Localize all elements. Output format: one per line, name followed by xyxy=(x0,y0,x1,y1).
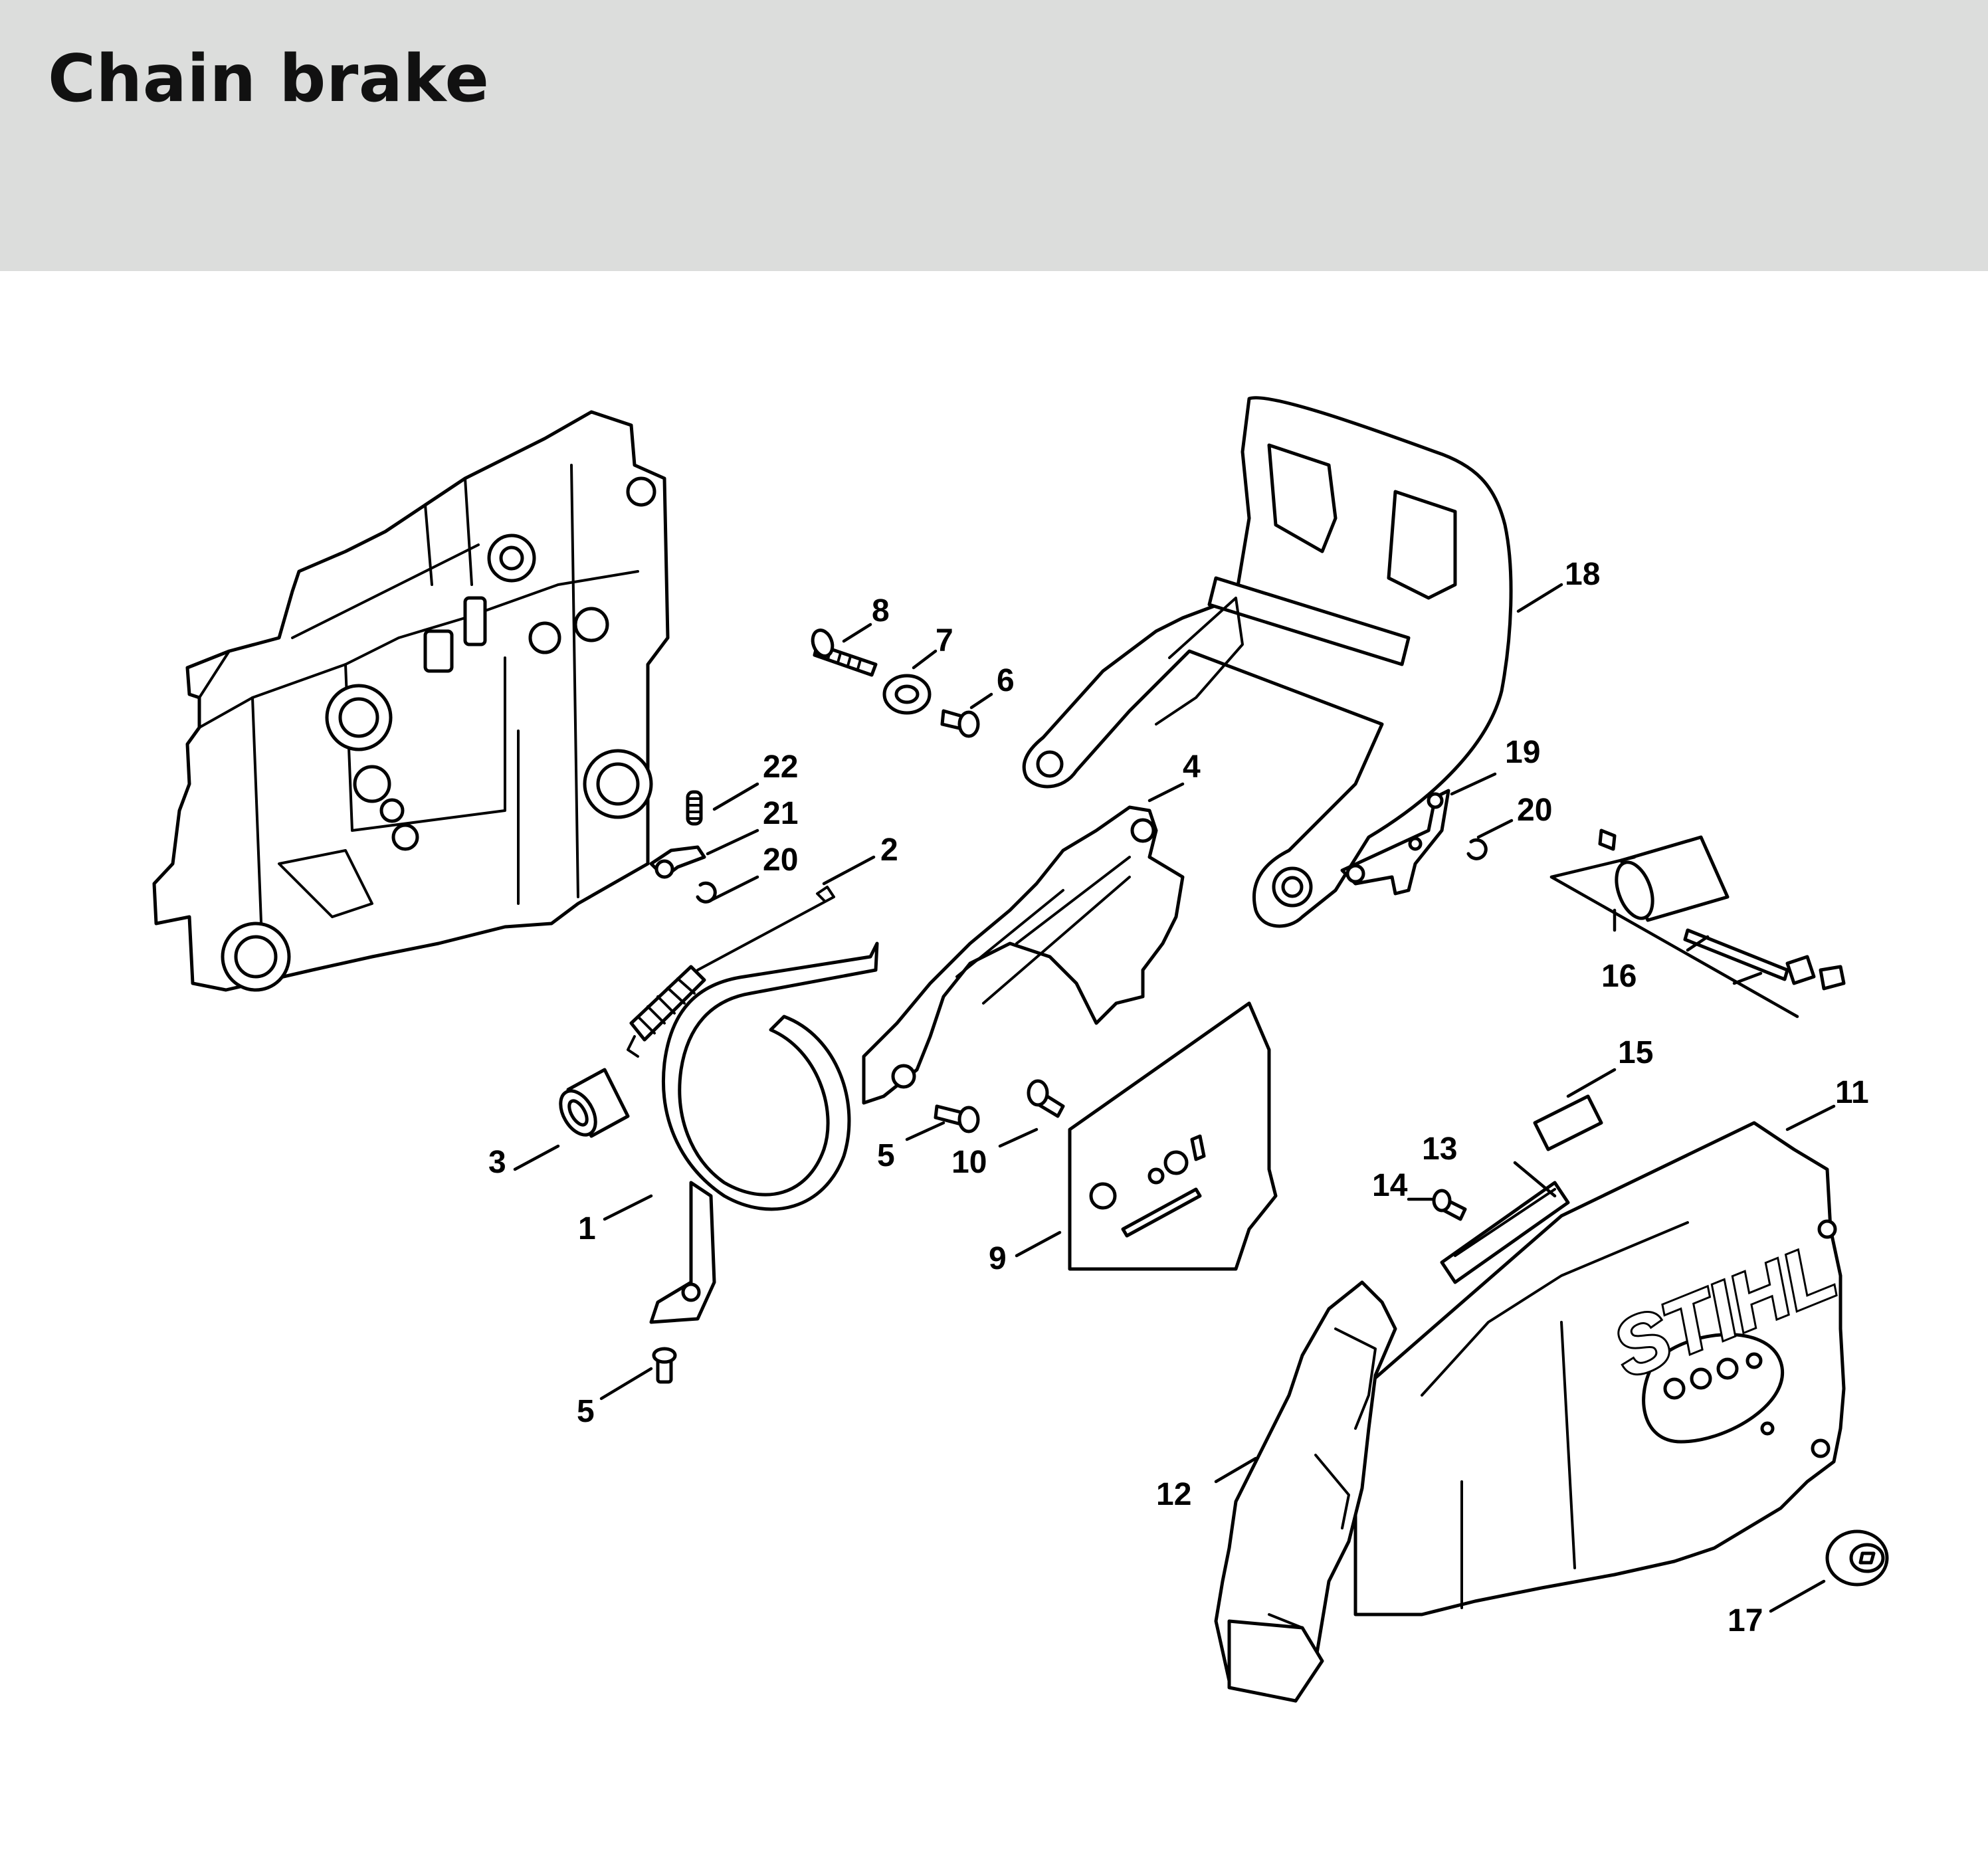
sleeve-3-icon xyxy=(559,1068,630,1138)
callout-17: 17 xyxy=(1728,1603,1763,1638)
callout-3: 3 xyxy=(488,1145,506,1180)
sprocket-cover-11-icon: STIHL xyxy=(1353,1121,1850,1616)
link-19-icon xyxy=(1340,789,1450,896)
leader-lines xyxy=(513,583,1836,1613)
e-clip-20-icon xyxy=(696,881,717,904)
screw-5-upper-icon xyxy=(934,1104,980,1133)
chain-catcher-9-icon xyxy=(1068,1001,1278,1271)
callout-7: 7 xyxy=(936,623,953,658)
screw-6-icon xyxy=(940,709,980,738)
screw-10-icon xyxy=(1027,1079,1065,1118)
callout-20b: 20 xyxy=(1517,793,1552,828)
callout-11: 11 xyxy=(1835,1075,1869,1110)
callout-20: 20 xyxy=(763,842,798,878)
callout-4: 4 xyxy=(1183,749,1201,785)
callout-19: 19 xyxy=(1505,735,1540,770)
callout-22: 22 xyxy=(763,749,798,785)
header-bar: Chain brake xyxy=(0,0,1988,271)
brake-lever-4-icon xyxy=(862,805,1185,1105)
callout-5b: 5 xyxy=(577,1394,595,1429)
adjuster-set-16-icon xyxy=(1549,829,1846,1019)
e-clip-20b-icon xyxy=(1466,838,1488,860)
callout-1: 1 xyxy=(578,1211,596,1246)
callout-18: 18 xyxy=(1565,557,1600,592)
hand-guard-18-icon xyxy=(1022,396,1513,928)
collar-nut-17-icon xyxy=(1825,1529,1889,1587)
callout-5a: 5 xyxy=(877,1138,895,1173)
slide-13-icon xyxy=(1440,1181,1570,1284)
tension-spring-2-icon xyxy=(627,886,835,1058)
crankcase-housing-icon xyxy=(152,410,670,992)
screw-14-icon xyxy=(1432,1189,1467,1221)
callout-21: 21 xyxy=(763,796,798,831)
screw-8-icon xyxy=(811,629,878,677)
page-title: Chain brake xyxy=(48,41,490,117)
callout-12: 12 xyxy=(1156,1477,1191,1512)
callout-9: 9 xyxy=(989,1241,1007,1276)
lever-21-icon xyxy=(649,845,706,879)
callout-16: 16 xyxy=(1601,959,1637,994)
bushing-7-icon xyxy=(882,674,932,715)
callout-8: 8 xyxy=(872,593,890,629)
spring-22-icon xyxy=(686,790,703,826)
screw-5-lower-icon xyxy=(652,1347,677,1384)
callout-14: 14 xyxy=(1372,1168,1408,1203)
cover-plate-12-icon xyxy=(1214,1280,1397,1703)
callout-10: 10 xyxy=(951,1145,987,1180)
brake-band-1-icon xyxy=(649,941,879,1324)
callout-6: 6 xyxy=(997,663,1015,698)
callout-15: 15 xyxy=(1618,1035,1653,1070)
callout-13: 13 xyxy=(1422,1131,1457,1167)
pad-15-icon xyxy=(1533,1094,1603,1151)
callout-2: 2 xyxy=(880,832,898,868)
callout-labels: 8 7 6 22 21 20 2 4 18 19 20 16 15 11 13 … xyxy=(488,557,1869,1638)
